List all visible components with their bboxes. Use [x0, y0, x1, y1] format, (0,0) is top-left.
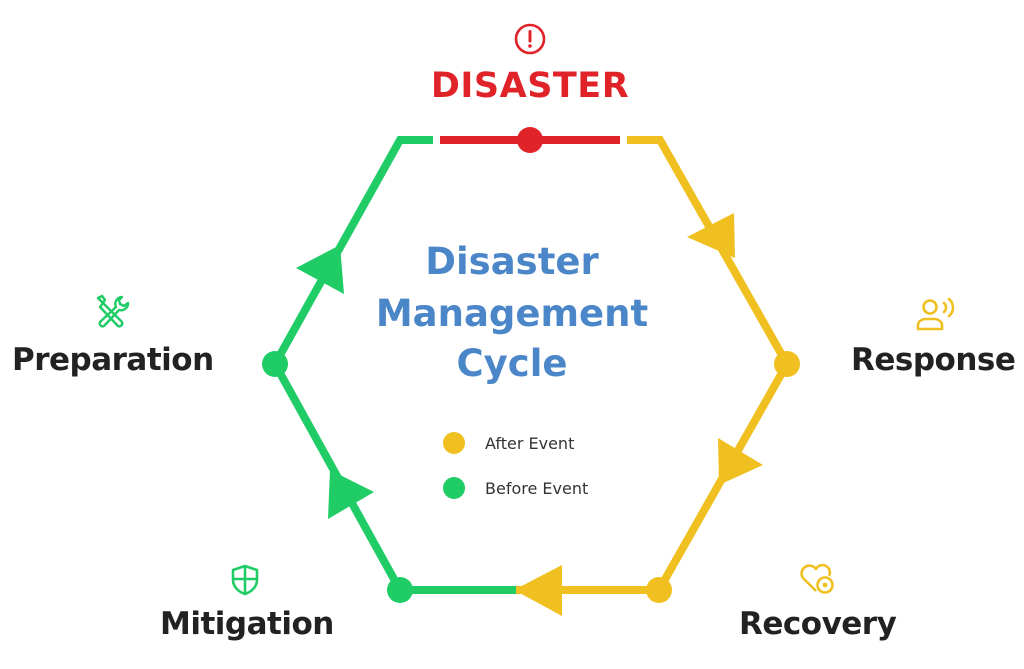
alert-circle-icon — [514, 23, 546, 55]
title-line-3: Cycle — [456, 342, 568, 385]
legend-item-after-event: After Event — [443, 431, 574, 455]
arrow-to-mitigation — [514, 565, 562, 616]
stage-label-recovery: Recovery — [739, 606, 897, 642]
heart-plus-icon — [800, 563, 834, 594]
mitigation-node — [387, 577, 413, 603]
legend-dot-before-event — [443, 477, 465, 499]
arrow-to-disaster — [296, 245, 344, 294]
legend-label-after-event: After Event — [485, 433, 575, 453]
person-speaking-icon — [916, 297, 955, 331]
disaster-node — [517, 127, 543, 153]
stage-label-preparation: Preparation — [12, 342, 214, 378]
arrow-to-recovery — [718, 438, 763, 485]
recovery-node — [646, 577, 672, 603]
shield-icon — [231, 564, 259, 596]
tools-icon — [96, 294, 130, 328]
title-line-2: Management — [375, 292, 649, 335]
stage-label-response: Response — [851, 342, 1016, 378]
legend-label-before-event: Before Event — [485, 478, 589, 498]
arrow-to-preparation — [328, 470, 374, 519]
title-line-1: Disaster — [425, 240, 599, 283]
legend-item-before-event: Before Event — [443, 476, 588, 500]
arrow-to-response — [687, 213, 735, 258]
disaster-label: DISASTER — [430, 66, 630, 106]
preparation-node — [262, 351, 288, 377]
response-node — [774, 351, 800, 377]
legend-dot-after-event — [443, 432, 465, 454]
stage-label-mitigation: Mitigation — [160, 606, 334, 642]
